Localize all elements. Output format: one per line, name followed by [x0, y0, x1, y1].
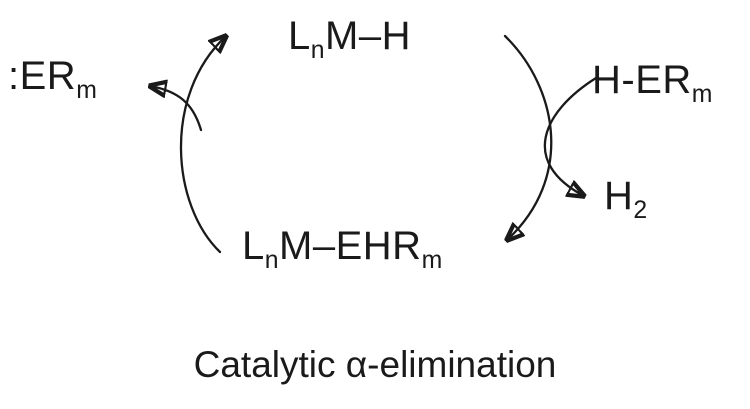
formula-subscript: m — [421, 247, 443, 274]
formula-part: :ER — [8, 54, 77, 98]
formula-subscript: m — [691, 81, 713, 108]
arrow-carbene-release — [150, 86, 203, 132]
caption: Catalytic α-elimination — [193, 344, 557, 385]
species-substrate: H-ERm — [592, 58, 713, 107]
formula-part: M–EHR — [279, 224, 422, 268]
formula-part: L — [242, 224, 265, 268]
arrow-substrate-to-dihydrogen — [543, 76, 598, 196]
formula-subscript: 2 — [633, 197, 648, 224]
species-carbene: :ERm — [8, 54, 97, 103]
species-intermediate: LnM–EHRm — [242, 224, 443, 273]
arrow-hydride-to-intermediate — [505, 34, 553, 240]
formula-part: L — [288, 14, 311, 58]
formula-subscript: n — [310, 37, 326, 64]
species-dihydrogen: H2 — [604, 174, 648, 223]
formula-part: H-ER — [592, 58, 692, 102]
formula-subscript: m — [76, 77, 98, 104]
arrow-intermediate-to-hydride — [179, 36, 226, 254]
species-metal-hydride: LnM–H — [288, 14, 411, 63]
formula-part: H — [604, 174, 634, 218]
formula-subscript: n — [264, 247, 280, 274]
formula-part: M–H — [325, 14, 411, 58]
